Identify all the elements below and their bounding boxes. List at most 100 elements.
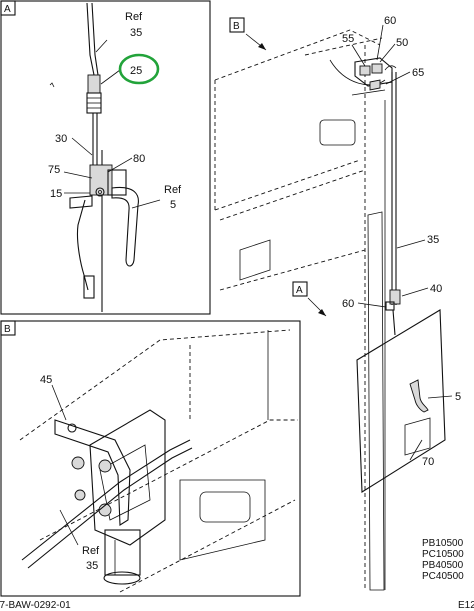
view-b-tag-box (229, 17, 245, 33)
callout-75: 75 (48, 164, 60, 176)
lock-cylinder (104, 529, 141, 576)
leader-60-top (376, 24, 384, 61)
nut-4 (74, 489, 86, 501)
cable-upper (86, 2, 95, 76)
panel-b-tag-box (0, 320, 16, 336)
wall-cutout (319, 119, 356, 146)
latch-housing (89, 409, 166, 546)
leader-55 (351, 44, 366, 67)
callout-ref35-num: 35 (130, 27, 142, 39)
main-view: B A (214, 15, 464, 591)
latch-housing-inner (99, 444, 151, 521)
cable-upper-edge (91, 2, 99, 76)
callout-25: 25 (130, 65, 142, 77)
leader-ref35b (59, 509, 79, 546)
striker-65 (369, 79, 381, 91)
lever-knob (83, 275, 95, 299)
leader-ref5 (131, 199, 161, 209)
leader-60-mid (357, 302, 387, 308)
view-a-tag-box (292, 281, 308, 297)
leader-5 (427, 395, 453, 399)
part-code-2: PC10500 (422, 549, 464, 560)
detail-panel-b: B 45 Ref 35 (0, 320, 301, 597)
tick-mark (49, 82, 55, 88)
highlight-circle (118, 53, 160, 85)
rod-lower (392, 309, 396, 336)
door-handle (409, 379, 429, 413)
callout-55: 55 (342, 33, 354, 45)
latch-bolt-center (98, 190, 102, 194)
callout-ref35b-word: Ref (82, 545, 100, 557)
wall-top-edge (214, 29, 381, 81)
latch-body (89, 164, 113, 196)
nut-2 (98, 459, 112, 473)
callout-30: 30 (55, 133, 67, 145)
panel-b-frame (0, 320, 301, 597)
leader-65 (385, 71, 411, 85)
striker-55 (359, 65, 371, 76)
leader-45 (51, 384, 67, 421)
rod-clip-40 (389, 289, 401, 305)
wall-ledge (351, 89, 386, 96)
leader-70 (409, 439, 423, 461)
view-b-tag: B (233, 21, 240, 32)
callout-40: 40 (430, 283, 442, 295)
callout-60-mid: 60 (342, 298, 354, 310)
callout-5: 5 (455, 391, 461, 403)
wall-curve (329, 59, 386, 86)
leader-80 (107, 157, 133, 173)
door-panel (356, 309, 446, 493)
pillar-slot (367, 211, 385, 591)
wall-mid-edge (219, 169, 366, 221)
callout-70: 70 (422, 456, 434, 468)
callout-60-top: 60 (384, 15, 396, 27)
leader-40 (401, 287, 429, 297)
panel-b-slot (199, 491, 251, 523)
wall-lower-edge (214, 159, 361, 211)
cable-fitting (87, 74, 101, 94)
cable-b-edge (27, 447, 193, 569)
panel-a-tag-box (0, 0, 16, 16)
callout-ref5-num: 5 (170, 199, 176, 211)
callout-45: 45 (40, 374, 52, 386)
cable-b (21, 439, 191, 561)
latch-bolt (95, 187, 105, 197)
sheet-code: E12 (458, 600, 474, 611)
bracket-hole (67, 423, 77, 433)
door-label-area (404, 417, 431, 456)
leader-75 (63, 171, 93, 179)
striker-50 (371, 63, 383, 74)
callout-ref35b-num: 35 (86, 560, 98, 572)
rod-clip-60 (385, 301, 395, 311)
latch-bracket (107, 169, 127, 196)
leader-25 (100, 69, 121, 85)
callout-65: 65 (412, 67, 424, 79)
part-code-1: PB10500 (422, 538, 464, 549)
panel-a-frame (0, 0, 211, 315)
view-b-arrowhead (258, 43, 266, 50)
detail-panel-a: A Ref 3 (0, 0, 211, 315)
drawing-id: 47-BAW-0292-01 (0, 600, 71, 611)
panel-b-cutout (179, 479, 266, 561)
rod-hook (384, 65, 397, 71)
frame-outline-3 (119, 499, 296, 593)
mount-bracket (69, 195, 93, 209)
view-a-arrowhead (318, 309, 326, 316)
leader-35 (396, 239, 426, 249)
lock-cylinder-base (103, 571, 141, 585)
callout-80: 80 (133, 153, 145, 165)
callout-ref35-word: Ref (125, 11, 143, 23)
wall-panel-small (239, 239, 271, 281)
part-code-4: PC40500 (422, 571, 464, 582)
callout-15: 15 (50, 188, 62, 200)
panel-a-tag: A (4, 4, 11, 15)
inner-lever (76, 199, 89, 291)
frame-outline-2 (39, 419, 298, 541)
callout-50: 50 (396, 37, 408, 49)
frame-outline-1 (19, 329, 291, 441)
callout-35: 35 (427, 234, 439, 246)
panel-b-tag: B (4, 324, 11, 335)
wall-inner-edge (304, 37, 383, 56)
leader-ref35 (95, 39, 108, 53)
